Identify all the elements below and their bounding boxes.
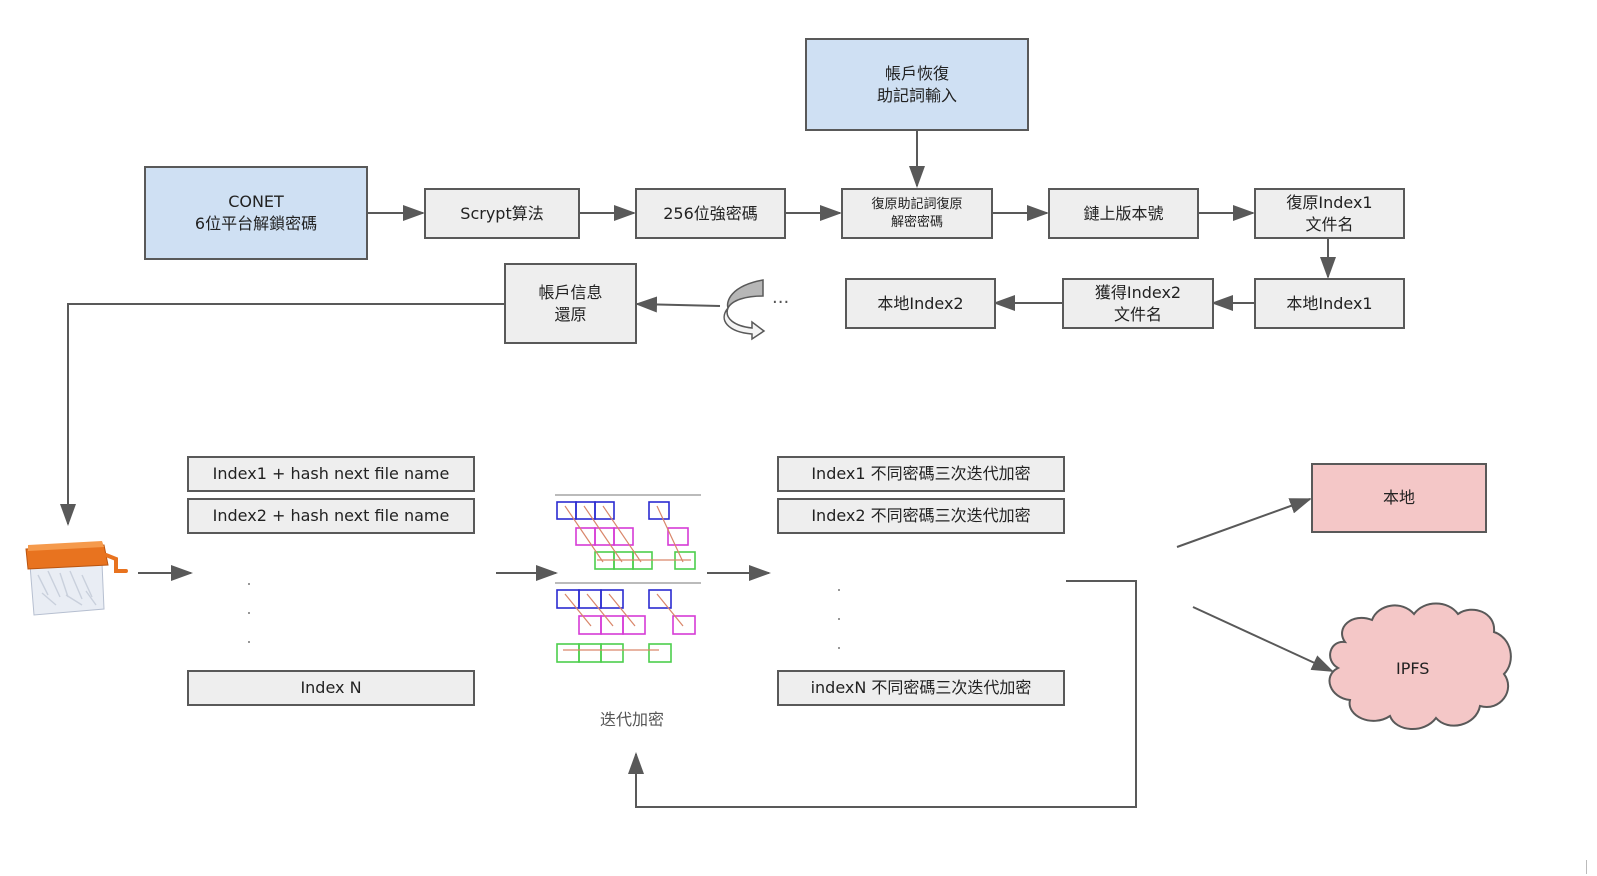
gcm-block — [648, 643, 672, 663]
index-item-2-label: Index2 + hash next file name — [212, 506, 450, 525]
xor-block — [672, 615, 696, 635]
aes-block — [556, 589, 580, 609]
iterative-encryption-figure — [555, 494, 701, 663]
index-item-2: Index2 + hash next file name — [187, 498, 475, 534]
account-restore-line2: 還原 — [554, 304, 587, 324]
diagram-shape — [656, 505, 684, 563]
diagram-shape — [59, 572, 69, 598]
encrypted-item-2: Index2 不同密碼三次迭代加密 — [777, 498, 1065, 534]
arrow-to-ipfs — [1192, 606, 1334, 672]
index-item-n: Index N — [187, 670, 475, 706]
diagram-shape — [608, 593, 636, 627]
diagram-shape — [564, 593, 592, 627]
diagram-shape — [656, 593, 684, 627]
iterative-encryption-caption: 迭代加密 — [600, 710, 665, 729]
xor-block — [667, 527, 689, 546]
paper-shredder-icon — [25, 541, 128, 616]
strong-password-box: 256位強密碼 — [635, 188, 786, 239]
diagram-shape — [65, 594, 83, 606]
ipfs-label: IPFS — [1396, 659, 1430, 678]
aes-block — [648, 501, 670, 520]
arrow-loop-to-account — [635, 296, 721, 313]
diagram-shape — [37, 574, 49, 596]
diagram-shape — [81, 574, 93, 598]
restore-index1-line1: 復原Index1 — [1286, 192, 1373, 212]
unlock-password-box: CONET 6位平台解鎖密碼 — [144, 166, 368, 260]
aes-block — [556, 501, 577, 520]
figure-caption-line-2 — [555, 582, 701, 584]
arrow-feedback-loop — [628, 580, 1137, 808]
loop-ellipsis: ··· — [772, 292, 790, 313]
get-index2-line1: 獲得Index2 — [1094, 282, 1182, 302]
figure-caption-line-1 — [555, 494, 701, 496]
diagram-shape — [47, 570, 61, 598]
gcm-block — [600, 643, 624, 663]
diagram-shape — [726, 279, 764, 310]
local-index2-box: 本地Index2 — [845, 278, 996, 329]
restore-index1-line2: 文件名 — [1305, 214, 1354, 234]
local-index1-box: 本地Index1 — [1254, 278, 1405, 329]
encrypted-item-2-label: Index2 不同密碼三次迭代加密 — [811, 506, 1031, 525]
account-restore-box: 帳戶信息 還原 — [504, 263, 637, 344]
diagram-shape — [564, 505, 604, 563]
scrypt-box: Scrypt算法 — [424, 188, 580, 239]
scrypt-label: Scrypt算法 — [460, 203, 544, 223]
diagram-shape — [69, 570, 83, 600]
encrypted-item-1-label: Index1 不同密碼三次迭代加密 — [811, 464, 1031, 483]
recovery-phrase-input-box: 帳戶恢復 助記詞輸入 — [805, 38, 1029, 131]
corner-artifact — [1586, 860, 1595, 874]
encrypted-item-n: indexN 不同密碼三次迭代加密 — [777, 670, 1065, 706]
chain-version-label: 鏈上版本號 — [1083, 203, 1164, 223]
diagram-shape — [104, 553, 128, 573]
aes-block — [648, 589, 672, 609]
diagram-shape — [28, 541, 104, 551]
aes-block — [575, 501, 596, 520]
index-item-n-label: Index N — [300, 678, 362, 697]
recovery-line1: 帳戶恢復 — [884, 63, 949, 83]
diagram-shape — [583, 505, 623, 563]
restore-line2: 解密密碼 — [890, 214, 943, 230]
diagram-shape — [586, 593, 614, 627]
diagram-shape — [85, 590, 97, 606]
encrypted-item-n-label: indexN 不同密碼三次迭代加密 — [810, 678, 1032, 697]
get-index2-name-box: 獲得Index2 文件名 — [1062, 278, 1214, 329]
arrow-account-to-shredder — [60, 303, 505, 526]
aes-block — [600, 589, 624, 609]
unlock-line2: 6位平台解鎖密碼 — [194, 214, 318, 233]
loop-arrow-icon — [723, 279, 766, 341]
encrypted-list-ellipsis — [836, 589, 842, 676]
xor-block — [613, 527, 634, 546]
aes-block — [578, 589, 602, 609]
diagram-shape — [723, 307, 766, 341]
diagram-shape — [602, 505, 642, 563]
encrypted-item-1: Index1 不同密碼三次迭代加密 — [777, 456, 1065, 492]
gcm-block — [578, 643, 602, 663]
account-restore-line1: 帳戶信息 — [538, 282, 603, 302]
local-index2-label: 本地Index2 — [877, 293, 964, 313]
arrow-to-local — [1176, 498, 1312, 548]
index-list-ellipsis — [246, 583, 252, 670]
aes-block — [594, 501, 615, 520]
diagram-shape — [41, 592, 57, 606]
recovery-line2: 助記詞輸入 — [876, 85, 957, 105]
local-storage-box: 本地 — [1311, 463, 1487, 533]
local-storage-label: 本地 — [1382, 488, 1415, 507]
restore-decrypt-box: 復原助記詞復原 解密密碼 — [841, 188, 993, 239]
restore-line1: 復原助記詞復原 — [871, 196, 963, 212]
get-index2-line2: 文件名 — [1113, 304, 1162, 324]
restore-index1-name-box: 復原Index1 文件名 — [1254, 188, 1405, 239]
xor-block — [622, 615, 646, 635]
index-item-1-label: Index1 + hash next file name — [212, 464, 450, 483]
diagram-shape — [29, 562, 105, 616]
chain-version-box: 鏈上版本號 — [1048, 188, 1199, 239]
ipfs-cloud-shape — [1328, 602, 1512, 731]
gcm-block — [556, 643, 580, 663]
index-item-1: Index1 + hash next file name — [187, 456, 475, 492]
strong-password-label: 256位強密碼 — [663, 203, 758, 223]
unlock-line1: CONET — [228, 192, 284, 211]
local-index1-label: 本地Index1 — [1286, 293, 1373, 313]
